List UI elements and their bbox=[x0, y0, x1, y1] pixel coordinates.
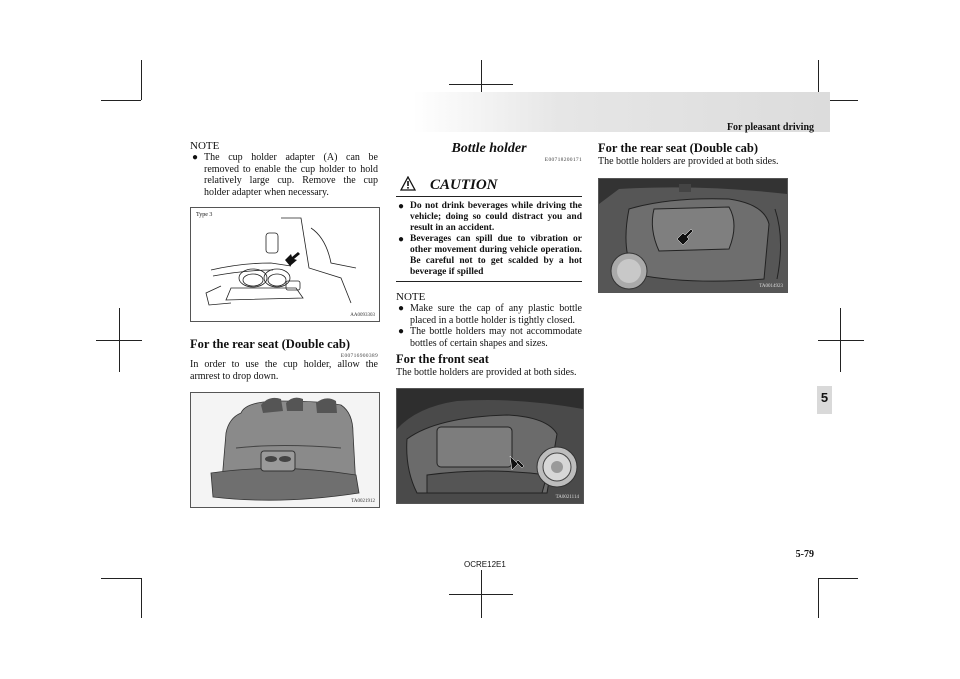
crop-mark bbox=[449, 84, 513, 85]
figure-front-door-bottle-holder: TA0021114 bbox=[396, 388, 584, 504]
section-text: The bottle holders are provided at both … bbox=[598, 156, 779, 167]
section-text: In order to use the cup holder, allow th… bbox=[190, 359, 378, 382]
crop-mark bbox=[141, 578, 142, 618]
crop-mark bbox=[818, 100, 858, 101]
caution-item: ● Beverages can spill due to vibration o… bbox=[396, 234, 582, 278]
caution-items: ● Do not drink beverages while driving t… bbox=[396, 201, 582, 278]
chapter-tab: 5 bbox=[817, 386, 832, 414]
middle-note: NOTE ● Make sure the cap of any plastic … bbox=[396, 291, 582, 349]
crop-mark bbox=[449, 594, 513, 595]
left-rear-section: For the rear seat (Double cab) E00716900… bbox=[190, 337, 378, 382]
note-item: ● The cup holder adapter (A) can be remo… bbox=[190, 152, 378, 198]
rear-seat-illustration bbox=[191, 393, 379, 507]
figure-label: Type 3 bbox=[196, 212, 213, 218]
caution-box: CAUTION ● Do not drink beverages while d… bbox=[396, 174, 582, 278]
bullet-icon: ● bbox=[398, 201, 405, 212]
caution-bottom-rule bbox=[396, 281, 582, 282]
crop-mark bbox=[818, 578, 858, 579]
crop-mark bbox=[101, 578, 141, 579]
note-item-text: Make sure the cap of any plastic bottle … bbox=[410, 303, 582, 326]
crop-mark bbox=[818, 60, 819, 100]
crop-mark bbox=[101, 100, 141, 101]
bullet-icon: ● bbox=[398, 234, 405, 245]
doc-code: OCRE12E1 bbox=[464, 560, 506, 569]
page-number: 5-79 bbox=[795, 549, 814, 560]
crop-mark bbox=[818, 578, 819, 618]
section-heading: For the rear seat (Double cab) bbox=[190, 337, 351, 351]
bullet-icon: ● bbox=[192, 152, 199, 163]
rear-door-illustration bbox=[599, 179, 787, 292]
cup-holder-illustration bbox=[205, 217, 357, 306]
figure-code: TA0014923 bbox=[759, 284, 783, 289]
figure-code: TA0021912 bbox=[351, 499, 375, 504]
note-item: ● The bottle holders may not accommodate… bbox=[396, 326, 582, 349]
bullet-icon: ● bbox=[398, 326, 405, 337]
crop-mark bbox=[96, 340, 142, 341]
caution-header: CAUTION bbox=[396, 174, 582, 197]
section-text: The bottle holders are provided at both … bbox=[396, 367, 577, 378]
caution-title: CAUTION bbox=[430, 177, 498, 193]
note-item-text: The bottle holders may not accommodate b… bbox=[410, 326, 582, 349]
middle-front-section: For the front seat The bottle holders ar… bbox=[396, 352, 582, 379]
warning-icon bbox=[400, 176, 416, 191]
front-door-illustration bbox=[397, 389, 583, 503]
figure-rear-seat-armrest: TA0021912 bbox=[190, 392, 380, 508]
title-code: E00718200171 bbox=[544, 157, 582, 163]
caution-item-text: Beverages can spill due to vibration or … bbox=[410, 234, 582, 277]
middle-title: Bottle holder E00718200171 bbox=[396, 141, 582, 163]
crop-mark bbox=[818, 340, 864, 341]
section-heading: For the rear seat (Double cab) bbox=[598, 141, 759, 155]
section-heading: For the front seat bbox=[396, 352, 489, 366]
note-heading: NOTE bbox=[396, 291, 426, 303]
bullet-icon: ● bbox=[398, 303, 405, 314]
note-heading: NOTE bbox=[190, 140, 220, 152]
figure-code: AA0093303 bbox=[350, 313, 375, 318]
chapter-number: 5 bbox=[820, 390, 829, 405]
section-code: E00716900389 bbox=[340, 353, 378, 359]
page-title: Bottle holder bbox=[451, 141, 527, 156]
figure-cup-holder: Type 3 AA0093303 bbox=[190, 207, 380, 322]
left-note: NOTE ● The cup holder adapter (A) can be… bbox=[190, 140, 378, 198]
figure-code: TA0021114 bbox=[555, 495, 579, 500]
note-item-text: The cup holder adapter (A) can be remove… bbox=[204, 152, 378, 198]
section-title: For pleasant driving bbox=[726, 122, 814, 133]
crop-mark bbox=[141, 60, 142, 100]
note-item: ● Make sure the cap of any plastic bottl… bbox=[396, 303, 582, 326]
caution-item: ● Do not drink beverages while driving t… bbox=[396, 201, 582, 234]
right-rear-section: For the rear seat (Double cab) The bottl… bbox=[598, 141, 788, 168]
caution-item-text: Do not drink beverages while driving the… bbox=[410, 201, 582, 233]
figure-rear-door-bottle-holder: TA0014923 bbox=[598, 178, 788, 293]
header-band bbox=[413, 92, 830, 132]
